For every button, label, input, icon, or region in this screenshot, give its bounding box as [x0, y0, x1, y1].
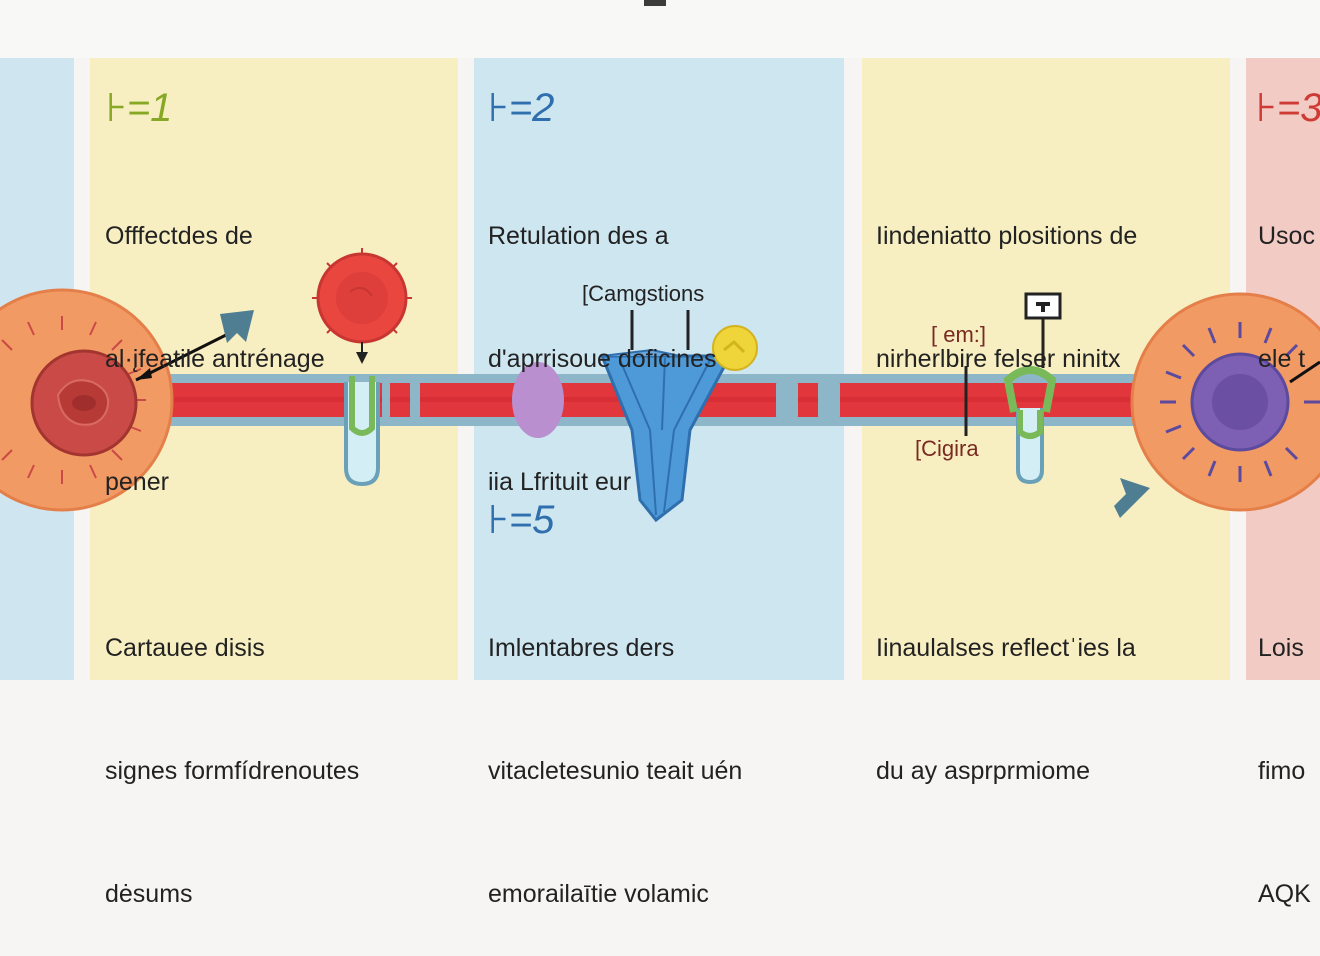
stage-1-label: ⊦=1	[106, 86, 173, 130]
signaling-diagram	[0, 248, 1320, 523]
text-line: vitacletesunio teait uén	[488, 757, 743, 785]
stage-2-bottom-text: Imlentabres ders vitacletesunio teait ué…	[488, 546, 742, 956]
text-line: Imlentabres ders	[488, 634, 675, 662]
text-line: pener	[105, 468, 169, 496]
teal-arrow-icon	[220, 310, 254, 343]
funnel-protein-icon	[599, 310, 758, 523]
stage-1-top-text: Offfectdes de al·įfeatile antrénage pene…	[105, 134, 325, 544]
text-line: Retulation des a	[488, 222, 669, 250]
text-line: Iinaulalses reflectˈies la	[876, 634, 1136, 662]
stage-4-bottom-text: Lois fimo AQK	[1258, 546, 1311, 956]
stage-1-bottom-text: Cartauee disis signes formfídrenoutes dė…	[105, 546, 359, 956]
text-line: d'aprrisoue doficines	[488, 345, 717, 373]
cigira-callout: [Cigira	[915, 436, 979, 461]
camgstions-callout: [Camgstions	[582, 281, 705, 306]
stage-3-bottom-text: Iinaulalses reflectˈies la du ay asprprm…	[876, 546, 1136, 833]
teal-arrow-icon	[1114, 478, 1150, 518]
em-callout: [ em:]	[931, 322, 987, 347]
top-mark	[644, 0, 666, 6]
text-line: ele t	[1258, 345, 1306, 373]
text-line: fimo	[1258, 757, 1306, 785]
red-cell-icon	[0, 288, 174, 512]
top-bar	[0, 0, 1320, 58]
red-vesicle-icon	[312, 248, 412, 364]
text-line: iia Lfrituit eur	[488, 468, 632, 496]
stage-3-top-text: Iindeniatto plositions de nirherlbire fe…	[876, 134, 1137, 421]
text-line: Offfectdes de	[105, 222, 253, 250]
stage-3-label: ⊦=3	[1256, 86, 1320, 130]
text-line: Lois	[1258, 634, 1304, 662]
right-green-channel-icon	[964, 292, 1062, 485]
text-line: Iindeniatto plositions de	[876, 222, 1138, 250]
purple-cell-icon	[1130, 292, 1320, 512]
stage-5-label: ⊦=5	[488, 498, 555, 542]
stage-2-top-text: Retulation des a d'aprrisoue doficines i…	[488, 134, 717, 544]
purple-vesicle-icon	[512, 362, 564, 438]
text-line: AQK	[1258, 880, 1311, 908]
text-line: du ay asprprmiome	[876, 757, 1090, 785]
text-line: Cartauee disis	[105, 634, 265, 662]
yellow-ligand-icon	[712, 325, 758, 371]
text-line: signes formfídrenoutes	[105, 757, 360, 785]
text-line: nirherlbire felser ninitx	[876, 345, 1121, 373]
stage-4-top-text: Usoc ele t	[1258, 134, 1315, 421]
text-line: dėsums	[105, 880, 193, 908]
stage-2-label: ⊦=2	[488, 86, 555, 130]
green-channel-icon	[344, 376, 380, 487]
arrows	[135, 310, 1320, 518]
text-line: al·įfeatile antrénage	[105, 345, 325, 373]
text-line: Usoc	[1258, 222, 1315, 250]
text-line: emorailaītie volamic	[488, 880, 709, 908]
